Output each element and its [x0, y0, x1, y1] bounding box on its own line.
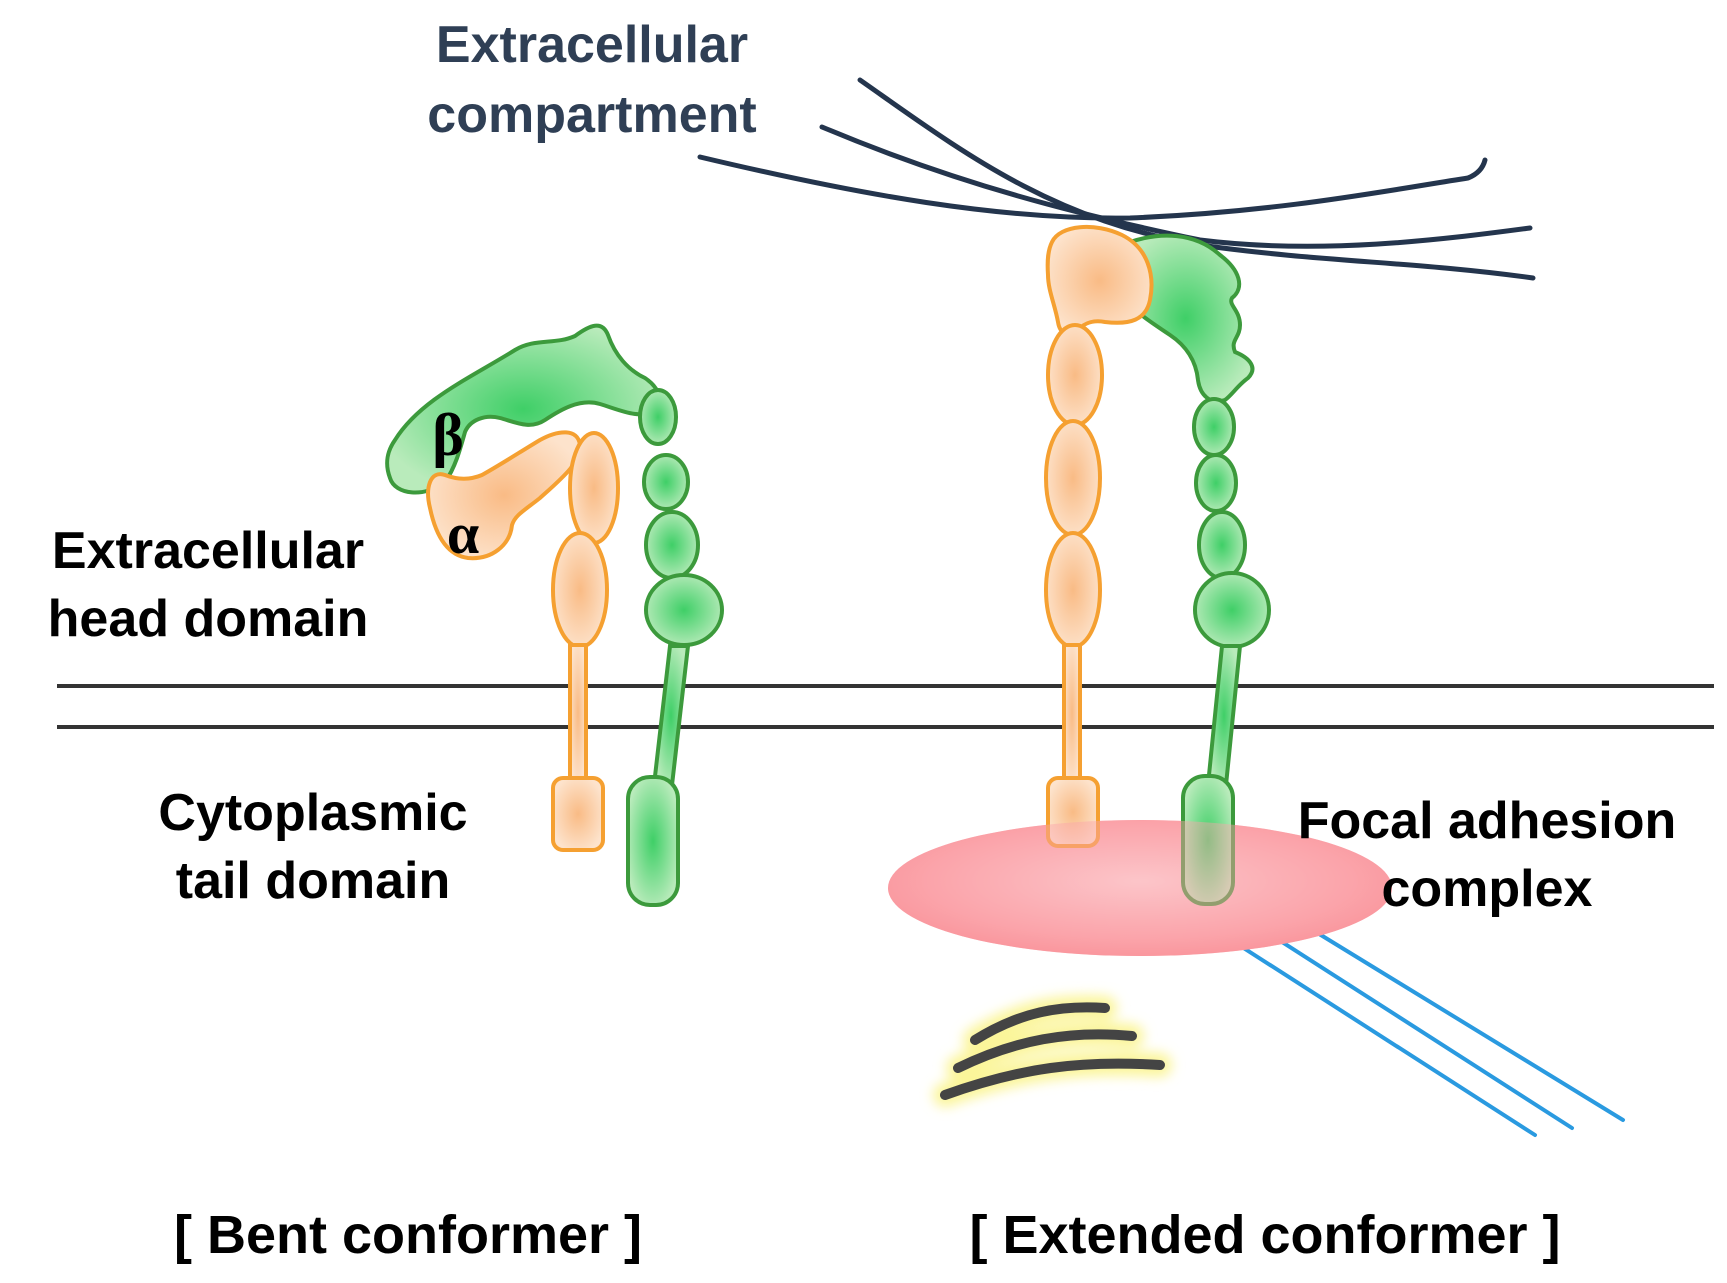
plasma-membrane	[57, 684, 1714, 729]
alpha-cytoplasmic-tail	[551, 776, 605, 852]
beta-leg-domain	[644, 510, 700, 580]
beta-subunit-bent	[385, 323, 724, 907]
alpha-thigh-domain	[568, 431, 620, 545]
signal-icon	[933, 995, 1172, 1107]
beta-cytoplasmic-tail	[626, 775, 680, 907]
cytoplasmic-tail-domain-label: Cytoplasmic	[158, 784, 467, 842]
beta-transmembrane-stalk	[651, 644, 691, 787]
bent-conformer-caption: [ Bent conformer ]	[174, 1205, 642, 1265]
actin-fiber	[1278, 908, 1625, 1122]
alpha-subunit-bent	[426, 430, 620, 852]
focal-adhesion-overlay	[888, 820, 1392, 956]
beta-leg-domain	[1197, 510, 1247, 580]
focal-adhesion-complex	[888, 820, 1625, 1137]
alpha-transmembrane-stalk	[1062, 643, 1082, 782]
beta-leg-domain	[642, 453, 690, 511]
extended-conformer	[888, 224, 1392, 956]
focal-adhesion-plaque	[888, 820, 1392, 956]
signal-arc	[940, 1058, 1165, 1100]
beta-leg-domain	[638, 388, 678, 446]
beta-leg-domain	[1194, 453, 1238, 513]
cytoplasmic-tail-domain-label: tail domain	[176, 852, 450, 910]
beta-subunit-extended	[1116, 233, 1271, 906]
alpha-propeller-head	[1045, 224, 1154, 337]
actin-fiber	[1238, 913, 1574, 1130]
signal-arc	[953, 1029, 1137, 1073]
focal-adhesion-complex-label: Focal adhesion	[1298, 792, 1677, 850]
alpha-transmembrane-stalk	[568, 643, 588, 782]
alpha-propeller-head	[426, 430, 583, 561]
labels: Extracellular compartment β α Extracellu…	[48, 16, 1677, 1265]
beta-leg-domain	[644, 573, 724, 647]
alpha-subunit-extended	[1044, 224, 1154, 848]
beta-transmembrane-stalk	[1205, 644, 1243, 787]
beta-leg-domain	[1192, 397, 1236, 457]
extracellular-head-domain-label: Extracellular	[52, 522, 364, 580]
alpha-thigh-domain	[1046, 323, 1104, 427]
beta-cytoplasmic-tail	[1181, 774, 1235, 906]
ecm-fiber	[697, 154, 1488, 221]
actin-fiber	[1198, 918, 1537, 1137]
alpha-calf-domain	[1044, 531, 1102, 649]
alpha-subunit-label: α	[447, 501, 479, 566]
beta-leg-domain	[1193, 571, 1271, 649]
alpha-cytoplasmic-tail	[1046, 776, 1100, 848]
extracellular-compartment-label: compartment	[427, 86, 756, 144]
alpha-calf-domain	[1044, 419, 1102, 537]
extracellular-head-domain-label: head domain	[48, 590, 369, 648]
beta-subunit-label: β	[432, 402, 464, 468]
actin-fibers	[1198, 908, 1625, 1137]
focal-adhesion-complex-label: complex	[1382, 860, 1593, 918]
extended-conformer-caption: [ Extended conformer ]	[969, 1205, 1560, 1265]
bent-conformer	[385, 323, 724, 907]
extracellular-compartment-label: Extracellular	[436, 16, 748, 74]
signal-arc	[970, 1002, 1110, 1045]
alpha-calf-domain	[551, 531, 609, 649]
